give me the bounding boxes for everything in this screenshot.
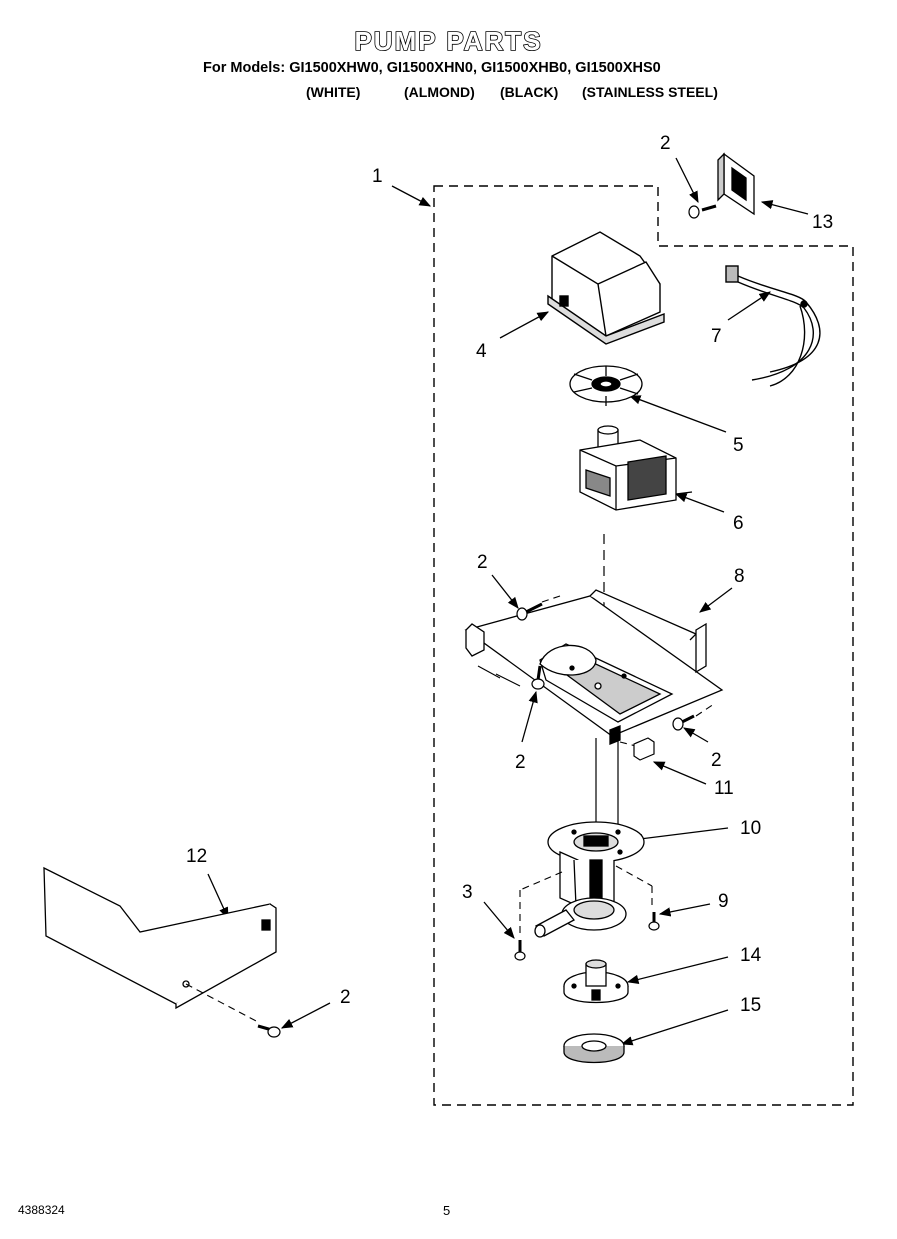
part-10-pump-housing: [534, 821, 645, 938]
callout-12: 12: [186, 846, 207, 867]
models-line: For Models: GI1500XHW0, GI1500XHN0, GI15…: [203, 60, 661, 76]
part-3-screw: [514, 940, 526, 961]
part-14-pump-base: [563, 959, 629, 1004]
callout-2-cover: 2: [340, 987, 351, 1008]
callout-2-bracket-right: 2: [711, 750, 722, 771]
callout-10: 10: [740, 818, 761, 839]
part-6-pump-motor: [579, 425, 693, 511]
leader-lines: [207, 157, 809, 1046]
part-7-wire-harness: [725, 265, 821, 387]
color-black: (BLACK): [500, 84, 559, 100]
callout-2-top: 2: [660, 133, 671, 154]
callout-13: 13: [812, 212, 833, 233]
part-5-impeller: [569, 365, 643, 406]
callout-3: 3: [462, 882, 473, 903]
color-almond: (ALMOND): [404, 84, 475, 100]
callout-1: 1: [372, 166, 383, 187]
callout-5: 5: [733, 435, 744, 456]
part-9-screw: [648, 912, 660, 931]
page-number: 5: [443, 1203, 451, 1218]
part-4-pump-cover: [547, 231, 665, 345]
part-11-clip: [633, 737, 655, 761]
color-white: (WHITE): [306, 84, 361, 100]
part-13-bracket: [717, 152, 755, 216]
callout-2-bracket-low: 2: [515, 752, 526, 773]
callout-9: 9: [718, 891, 729, 912]
page-title: PUMP PARTS: [354, 25, 543, 57]
callout-11: 11: [714, 778, 734, 799]
part-2-screw-panel: [257, 1024, 281, 1038]
color-stainless-steel: (STAINLESS STEEL): [582, 84, 718, 100]
callout-7: 7: [711, 326, 722, 347]
callout-2-bracket-left: 2: [477, 552, 488, 573]
part-12-panel: [43, 866, 277, 1010]
assembly-boundary: [433, 185, 854, 1106]
callout-6: 6: [733, 513, 744, 534]
callout-4: 4: [476, 341, 487, 362]
callout-15: 15: [740, 995, 761, 1016]
part-15-gasket: [563, 1033, 625, 1064]
part-2-screw-top: [688, 204, 717, 219]
part-8-mounting-bracket: [464, 589, 724, 745]
callout-8: 8: [734, 566, 745, 587]
document-number: 4388324: [18, 1203, 65, 1217]
callout-14: 14: [740, 945, 762, 966]
bracket-screws: [516, 602, 695, 731]
